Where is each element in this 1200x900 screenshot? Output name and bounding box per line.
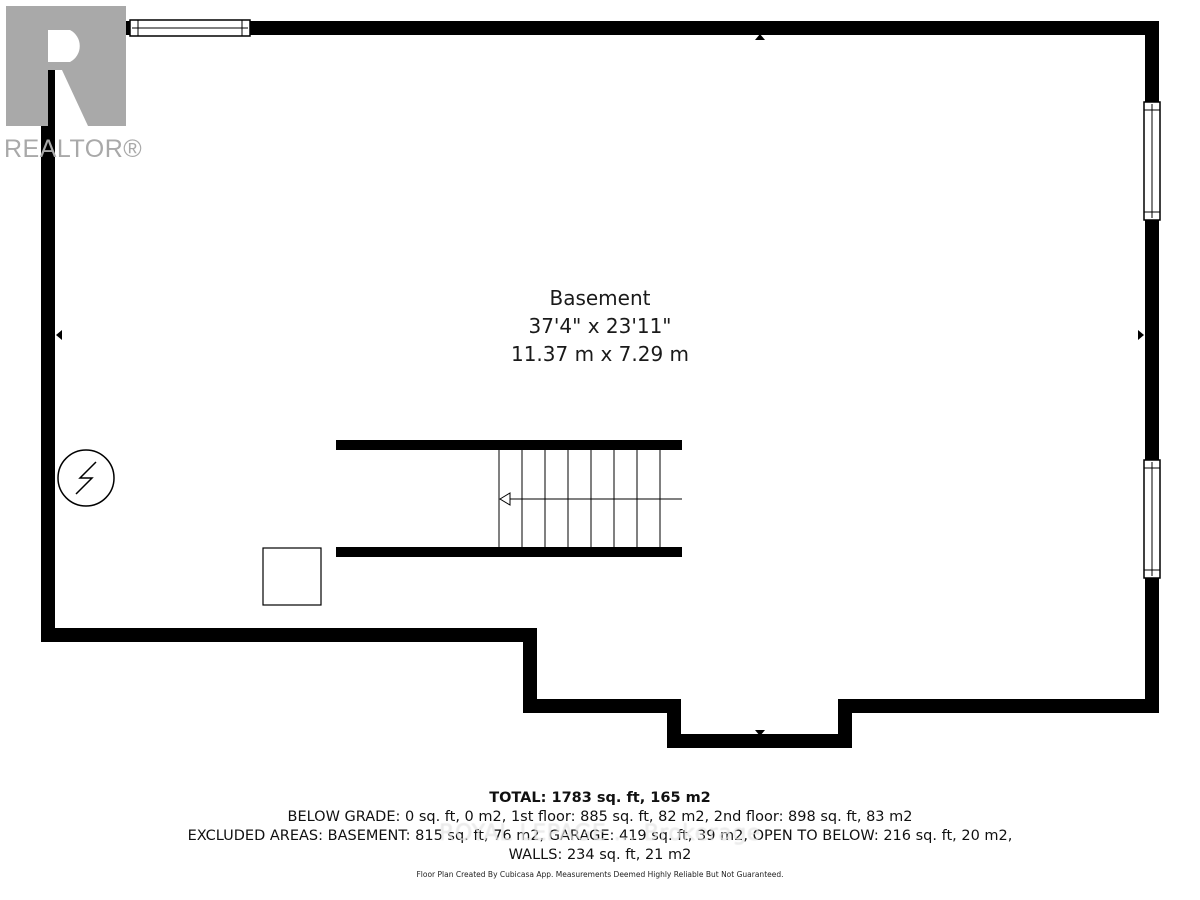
realtor-logo-text: REALTOR® (4, 135, 143, 163)
dimension-marker-top (755, 34, 765, 40)
dimension-marker-bottom (755, 730, 765, 736)
room-dimensions-metric: 11.37 m x 7.29 m (510, 342, 690, 366)
electrical-panel-icon (57, 449, 115, 507)
brokerage-watermark: ROYAL LEPAGE ... Brokerage (439, 821, 761, 846)
below-grade-area: BELOW GRADE: 0 sq. ft, 0 m2, 1st floor: … (287, 809, 913, 825)
window-right-upper (1143, 101, 1161, 221)
realtor-r-icon (6, 6, 126, 126)
stair-wall-top (336, 440, 682, 450)
exterior-wall (41, 21, 1159, 748)
dimension-marker-right (1138, 330, 1144, 340)
window-top (129, 19, 251, 37)
window-right-lower (1143, 459, 1161, 579)
square-fixture (262, 547, 322, 606)
excluded-areas: EXCLUDED AREAS: BASEMENT: 815 sq. ft, 76… (187, 828, 1013, 844)
dimension-marker-left (56, 330, 62, 340)
stair-direction-arrow (499, 492, 682, 506)
room-label: Basement 37'4" x 23'11" 11.37 m x 7.29 m (0, 284, 1200, 368)
walls-area: WALLS: 234 sq. ft, 21 m2 (508, 847, 692, 863)
footer-disclaimer: Floor Plan Created By Cubicasa App. Meas… (416, 870, 784, 879)
room-dimensions-imperial: 37'4" x 23'11" (528, 314, 672, 338)
area-summary: TOTAL: 1783 sq. ft, 165 m2 BELOW GRADE: … (0, 789, 1200, 865)
total-area: TOTAL: 1783 sq. ft, 165 m2 (489, 790, 711, 806)
stair-wall-bottom (336, 547, 682, 557)
realtor-logo: REALTOR® (4, 4, 144, 164)
room-name: Basement (549, 286, 651, 310)
